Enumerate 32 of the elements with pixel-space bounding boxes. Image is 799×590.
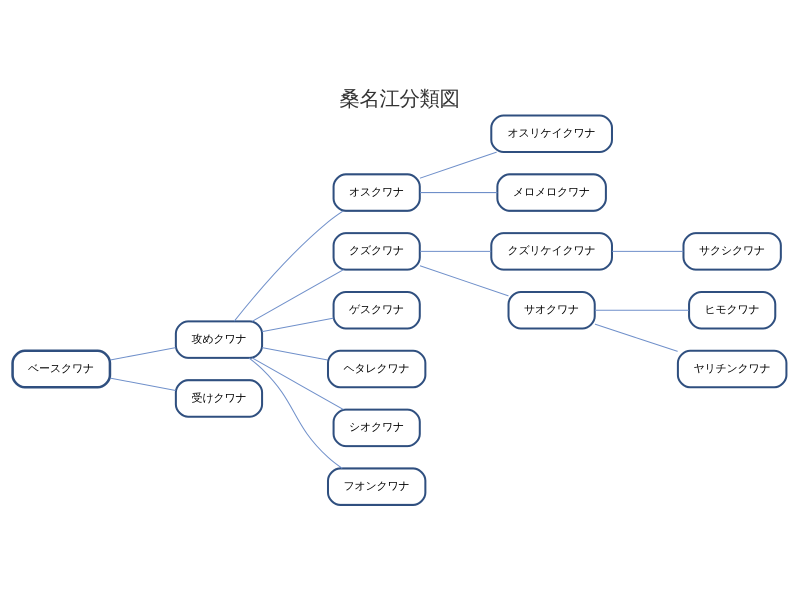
connector	[262, 318, 334, 332]
node-box: クズリケイクワナ	[490, 232, 613, 271]
node-box: ヤリチンクワナ	[676, 350, 788, 388]
connector	[234, 210, 344, 322]
node-box: メロメロクワナ	[496, 173, 607, 212]
node-box: ベースクワナ	[11, 350, 112, 389]
connector	[420, 152, 497, 179]
connector	[594, 324, 678, 352]
connector	[252, 357, 344, 410]
connector	[420, 250, 492, 252]
connector	[262, 347, 328, 360]
connector	[252, 269, 344, 322]
node-box: オスクワナ	[332, 173, 421, 212]
connector	[594, 310, 689, 311]
node-box: オスリケイクワナ	[490, 114, 613, 153]
diagram-title: 桑名江分類図	[340, 86, 460, 110]
node-box: クズクワナ	[332, 232, 421, 271]
node-box: ヒモクワナ	[688, 290, 776, 330]
node-box: フオンクワナ	[326, 467, 426, 506]
connector	[420, 265, 509, 296]
node-box: サオクワナ	[508, 290, 596, 330]
node-box: ゲスクワナ	[332, 290, 421, 330]
node-box: シオクワナ	[332, 408, 421, 448]
connector	[420, 192, 498, 194]
node-box: 受けクワナ	[174, 379, 264, 418]
connector	[248, 358, 342, 469]
node-box: ヘタレクワナ	[326, 350, 426, 388]
connector	[110, 347, 176, 360]
connector	[110, 378, 176, 391]
node-box: 攻めクワナ	[174, 320, 264, 359]
connector	[612, 250, 684, 252]
node-box: サクシクワナ	[682, 232, 782, 271]
